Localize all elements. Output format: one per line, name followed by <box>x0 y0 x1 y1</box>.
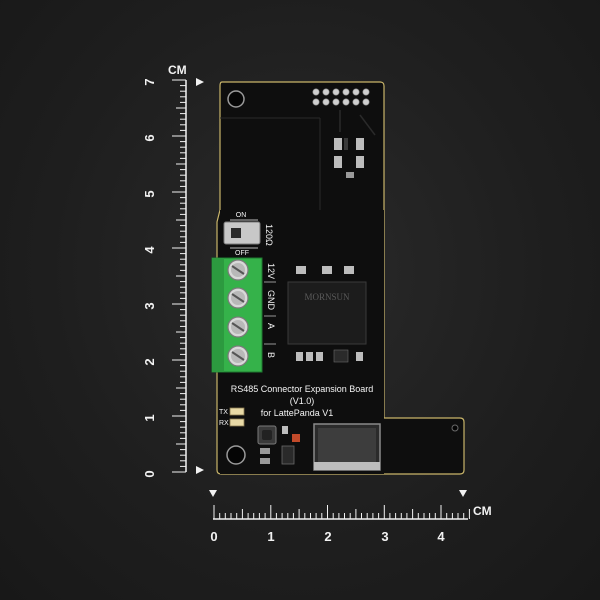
horizontal-ruler: CM 0 1 2 3 4 <box>209 490 492 544</box>
vertical-ruler: CM 7 6 5 4 3 2 1 0 <box>142 63 204 478</box>
mounting-hole <box>227 90 245 108</box>
terminal-block <box>211 257 263 373</box>
header-pad <box>312 88 320 96</box>
board-title-line2: (V1.0) <box>290 396 315 406</box>
board-title-line1: RS485 Connector Expansion Board <box>231 384 374 394</box>
terminal-screw-slot <box>231 322 245 332</box>
header-pad <box>332 88 340 96</box>
header-pads <box>312 88 370 106</box>
horizontal-ruler-ticks <box>213 505 470 519</box>
smd-part <box>296 352 303 361</box>
led-tx-label: TX <box>219 409 228 416</box>
smd-part <box>356 352 363 361</box>
switch-knob[interactable] <box>231 228 241 238</box>
switch-body[interactable] <box>223 221 261 245</box>
ruler-label-7: 7 <box>142 78 157 85</box>
terminal-screw-slot <box>231 265 245 275</box>
smd-components-top <box>334 110 376 178</box>
header-pad <box>352 98 360 106</box>
header-pad <box>362 88 370 96</box>
smd-part <box>306 352 313 361</box>
ruler-arrow-top-icon <box>196 78 204 86</box>
pcb-board: ON OFF 120Ω 12V GND A B MORNSUN <box>211 81 465 475</box>
vertical-ruler-ticks <box>172 79 186 473</box>
terminal-label-12v: 12V <box>266 263 276 279</box>
rx-led <box>229 418 245 427</box>
ruler-label-6: 6 <box>142 134 157 141</box>
hruler-label-3: 3 <box>381 529 388 544</box>
isolation-module: MORNSUN <box>287 266 367 363</box>
ruler-label-1: 1 <box>142 414 157 421</box>
vertical-ruler-unit: CM <box>168 63 187 77</box>
header-pad <box>352 88 360 96</box>
ruler-label-2: 2 <box>142 358 157 365</box>
termination-switch[interactable]: ON OFF 120Ω <box>223 212 274 257</box>
status-leds: TX RX <box>219 407 245 427</box>
switch-off-label: OFF <box>235 250 249 257</box>
terminal-label-b: B <box>266 352 276 358</box>
resistor-label: 120Ω <box>264 224 274 246</box>
module-chip <box>287 281 367 345</box>
tx-led <box>229 407 245 416</box>
header-pad <box>332 98 340 106</box>
header-pad <box>362 98 370 106</box>
terminal-screw-slot <box>231 351 245 361</box>
board-connector <box>313 423 381 471</box>
header-pad <box>342 98 350 106</box>
hruler-label-0: 0 <box>210 529 217 544</box>
power-components <box>257 425 300 465</box>
ruler-arrow-bottom-icon <box>196 466 204 474</box>
led-rx-label: RX <box>219 420 229 427</box>
ruler-arrow-right-icon <box>459 490 467 497</box>
header-pad <box>322 88 330 96</box>
ruler-arrow-left-icon <box>209 490 217 497</box>
hruler-label-1: 1 <box>267 529 274 544</box>
ruler-label-0: 0 <box>142 470 157 477</box>
hruler-label-4: 4 <box>437 529 445 544</box>
mounting-hole <box>226 445 246 465</box>
ruler-label-3: 3 <box>142 302 157 309</box>
ruler-label-4: 4 <box>142 246 157 254</box>
smd-part <box>316 352 323 361</box>
header-pad <box>342 88 350 96</box>
switch-on-label: ON <box>236 212 247 219</box>
mounting-hole <box>451 424 459 432</box>
terminal-label-gnd: GND <box>266 290 276 311</box>
board-title-line3: for LattePanda V1 <box>261 408 334 418</box>
horizontal-ruler-unit: CM <box>473 504 492 518</box>
chip-brand: MORNSUN <box>304 292 350 302</box>
header-pad <box>312 98 320 106</box>
terminal-label-a: A <box>266 323 276 329</box>
terminal-screw-slot <box>231 293 245 303</box>
smd-ic <box>333 349 349 363</box>
header-pad <box>322 98 330 106</box>
ruler-label-5: 5 <box>142 190 157 197</box>
hruler-label-2: 2 <box>324 529 331 544</box>
